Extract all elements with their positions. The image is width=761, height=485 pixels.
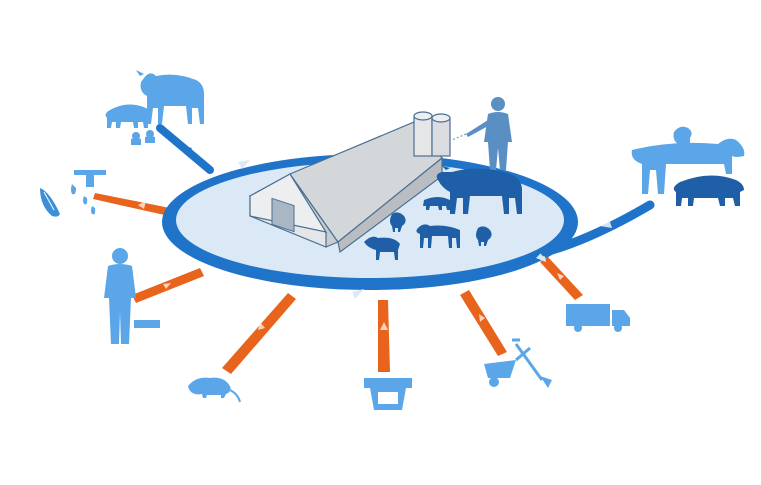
chicken-icon: [390, 212, 492, 246]
sheep-icon: [364, 236, 400, 260]
calf-icon: [416, 224, 460, 248]
person-icon: [104, 248, 160, 344]
pig-icon: [423, 197, 450, 210]
farmer-icon: [451, 97, 512, 170]
pig-icon: [105, 104, 151, 128]
outbound-arrow: [540, 200, 655, 257]
carcass-bin-icon: [364, 378, 412, 410]
cow-icon: [436, 166, 522, 214]
spoke-rat: [222, 293, 296, 374]
spoke-bin: [378, 300, 390, 372]
pig-icon: [673, 175, 744, 206]
inbound-animals: [105, 70, 204, 145]
truck-icon: [566, 304, 630, 332]
center-animals: [364, 166, 522, 260]
barn-icon: [248, 121, 443, 254]
spoke-feed: [93, 193, 180, 218]
wheelbarrow-icon: [484, 338, 552, 388]
calf-icon: [136, 70, 204, 124]
outbound-animals: [631, 126, 745, 206]
feed-dispenser-icon: [40, 170, 106, 217]
orange-spokes: [93, 193, 583, 374]
chicken-icon: [673, 126, 692, 144]
chick-icon: [131, 130, 155, 145]
spoke-wheelbarrow: [460, 290, 507, 356]
silo-icon: [413, 111, 451, 157]
inbound-arrow: [156, 124, 214, 174]
rat-icon: [188, 377, 241, 403]
cow-icon: [631, 138, 745, 194]
